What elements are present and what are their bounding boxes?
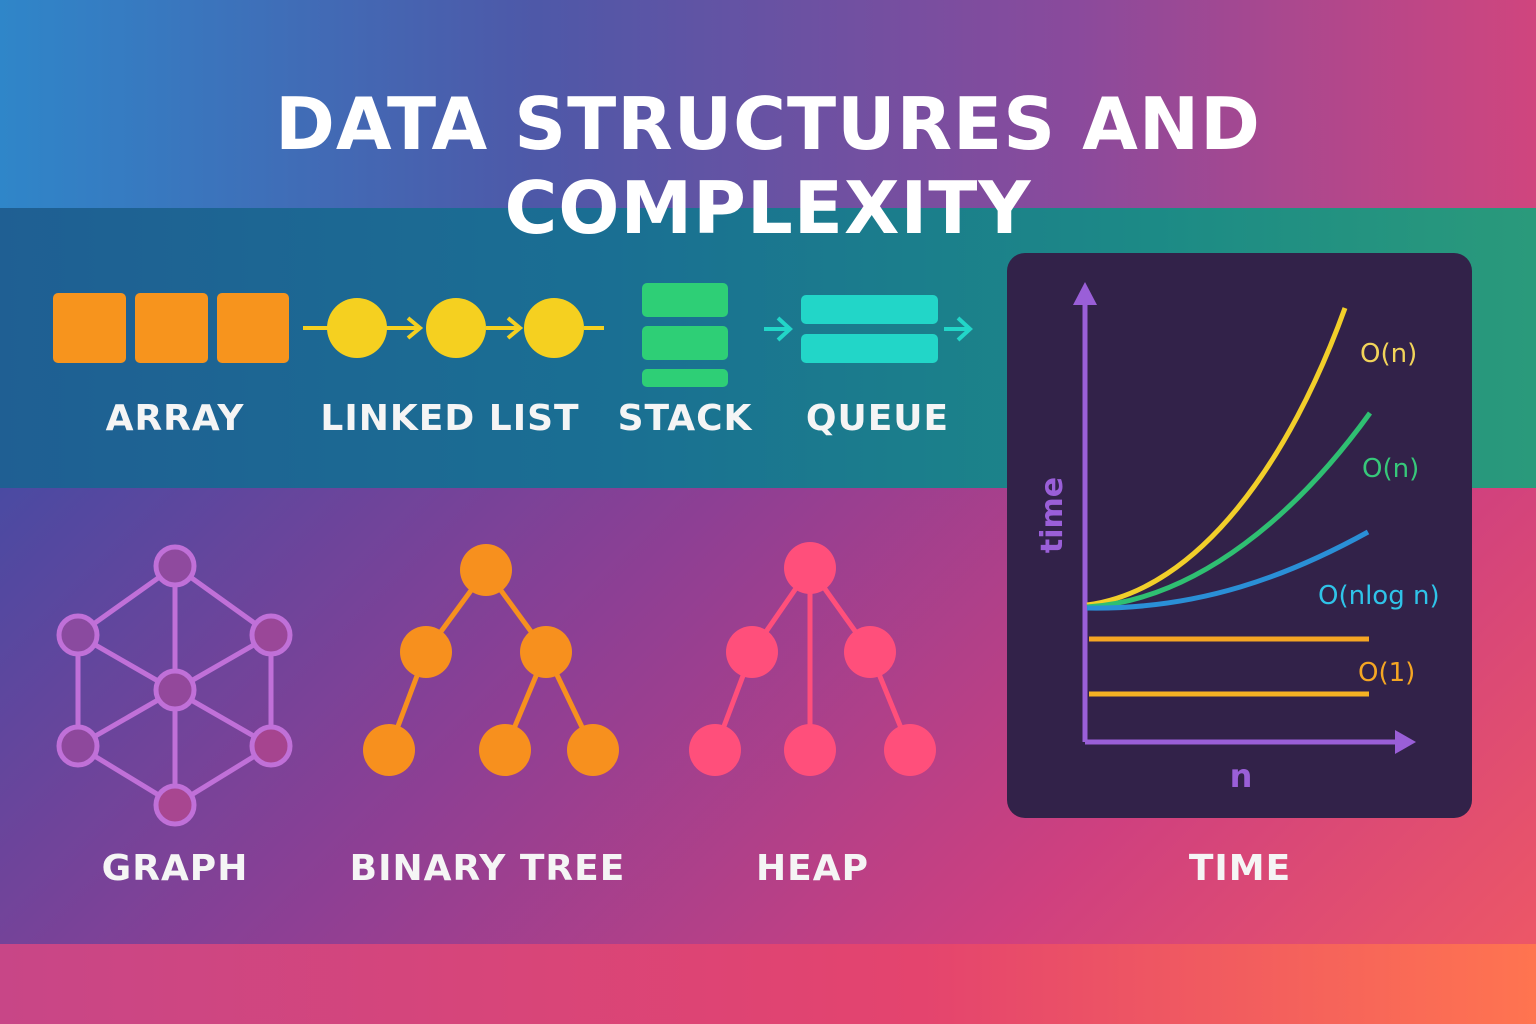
queue-icon xyxy=(764,295,973,363)
array-cell xyxy=(53,293,126,363)
curve-label-nlogn: O(nlog n) xyxy=(1318,581,1440,611)
graph-node xyxy=(249,613,293,657)
curve-label-top: O(n) xyxy=(1360,339,1417,369)
binary-tree-icon xyxy=(363,544,619,776)
x-axis-arrow-icon xyxy=(1395,730,1416,754)
graph-label: GRAPH xyxy=(101,848,249,889)
array-cell xyxy=(135,293,208,363)
x-axis-label: n xyxy=(1230,757,1253,795)
list-node xyxy=(327,298,387,358)
queue-item xyxy=(801,334,938,363)
heap-node xyxy=(784,724,836,776)
queue-label: QUEUE xyxy=(805,398,950,439)
graph-icon xyxy=(56,544,293,827)
queue-item xyxy=(801,295,938,324)
tree-node xyxy=(363,724,415,776)
time-label: TIME xyxy=(1188,848,1292,889)
curve-label-constant: O(1) xyxy=(1358,658,1415,688)
array-icon xyxy=(53,293,289,363)
heap-node xyxy=(784,542,836,594)
y-axis-label: time xyxy=(1035,477,1070,553)
list-node xyxy=(426,298,486,358)
graph-node xyxy=(153,783,197,827)
array-cell xyxy=(217,293,289,363)
heap-node xyxy=(726,626,778,678)
heap-node xyxy=(884,724,936,776)
stack-item xyxy=(642,283,728,317)
linked-list-icon xyxy=(303,298,604,358)
tree-node xyxy=(520,626,572,678)
list-node xyxy=(524,298,584,358)
y-axis-arrow-icon xyxy=(1073,282,1097,305)
footer-band xyxy=(0,944,1536,1024)
tree-node xyxy=(400,626,452,678)
stack-item xyxy=(642,326,728,360)
graph-node xyxy=(56,613,100,657)
stack-item xyxy=(642,369,728,387)
tree-node xyxy=(460,544,512,596)
linked-list-label: LINKED LIST xyxy=(320,398,580,439)
array-label: ARRAY xyxy=(105,398,245,439)
complexity-chart: O(n) O(n) O(nlog n) O(1) time n xyxy=(1035,282,1440,795)
curve-exponential xyxy=(1086,307,1348,608)
heap-icon xyxy=(689,542,936,776)
graph-node xyxy=(153,668,197,712)
stack-icon xyxy=(642,283,728,387)
stack-label: STACK xyxy=(617,398,753,439)
header-background xyxy=(0,0,1536,210)
heap-label: HEAP xyxy=(756,848,869,889)
page-title: DATA STRUCTURES AND COMPLEXITY xyxy=(275,82,1261,250)
tree-node xyxy=(479,724,531,776)
curve-label-middle: O(n) xyxy=(1362,454,1419,484)
heap-node xyxy=(844,626,896,678)
graph-node xyxy=(56,724,100,768)
curve-nlogn xyxy=(1086,529,1370,611)
tree-node xyxy=(567,724,619,776)
graph-node xyxy=(153,544,197,588)
binary-tree-label: BINARY TREE xyxy=(349,848,626,889)
heap-node xyxy=(689,724,741,776)
graph-node xyxy=(249,724,293,768)
curve-quadratic xyxy=(1086,411,1373,610)
